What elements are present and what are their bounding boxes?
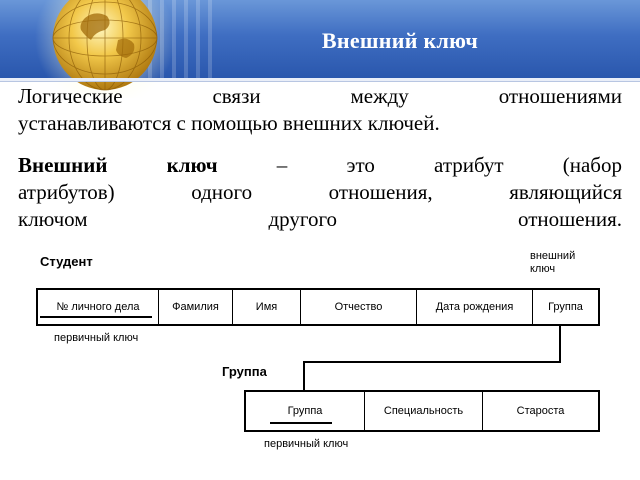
student-primary-key-underline xyxy=(40,316,152,318)
intro-paragraph: Логические связи между отношениями устан… xyxy=(18,83,622,137)
definition-paragraph: Внешний ключ – это атрибут (набор атрибу… xyxy=(18,152,622,233)
group-table-title: Группа xyxy=(222,364,267,379)
header-divider xyxy=(0,78,640,82)
definition-term: Внешний ключ xyxy=(18,153,218,177)
student-col-birthdate: Дата рождения xyxy=(416,290,532,324)
definition-line-1-rest: – это атрибут (набор xyxy=(217,153,622,177)
student-col-name: Имя xyxy=(232,290,300,324)
definition-line-3: ключом другого отношения. xyxy=(18,207,622,231)
student-col-surname: Фамилия xyxy=(158,290,232,324)
intro-line-2: устанавливаются с помощью внешних ключей… xyxy=(18,111,440,135)
student-primary-key-label: первичный ключ xyxy=(54,332,139,344)
student-col-patronymic: Отчество xyxy=(300,290,416,324)
globe-icon xyxy=(35,0,175,98)
group-col-group: Группа xyxy=(287,405,323,417)
student-col-record-no: № личного дела xyxy=(56,301,140,313)
student-table-title: Студент xyxy=(40,254,93,269)
relations-diagram: Студент внешний ключ № личного дела Фами… xyxy=(30,244,610,474)
definition-line-2: атрибутов) одного отношения, являющийся xyxy=(18,180,622,204)
group-table: Группа Специальность Староста xyxy=(244,390,600,432)
group-primary-key-underline xyxy=(270,422,332,424)
group-col-specialty: Специальность xyxy=(364,392,482,430)
foreign-key-connector xyxy=(303,326,561,394)
student-table: № личного дела Фамилия Имя Отчество Дата… xyxy=(36,288,600,326)
header-banner: Внешний ключ xyxy=(0,0,640,98)
intro-line-1: Логические связи между отношениями xyxy=(18,84,622,108)
definition-line-1: Внешний ключ – это атрибут (набор xyxy=(18,152,622,179)
foreign-key-label: внешний ключ xyxy=(530,250,576,275)
page-title: Внешний ключ xyxy=(321,28,479,53)
group-col-head: Староста xyxy=(482,392,598,430)
student-col-group: Группа xyxy=(532,290,598,324)
group-primary-key-label: первичный ключ xyxy=(264,438,349,450)
